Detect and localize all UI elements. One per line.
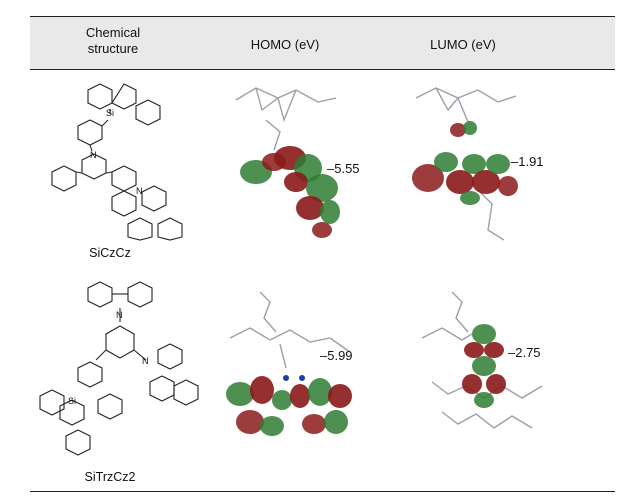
table-header-band [30,17,615,69]
compound-name-1: SiCzCz [89,246,131,260]
orbital-lumo-siczcz [412,87,518,241]
header-chemical-structure: Chemical structure [58,25,168,57]
atom-n: N [90,150,97,160]
orbital-homo-sitrzcz2 [226,291,352,436]
orbital-homo-siczcz [235,87,340,238]
atom-n: N [142,356,149,366]
table-bottom-rule [30,491,615,492]
compound-name-2: SiTrzCz2 [84,470,136,484]
atom-n: N [136,186,143,196]
header-chemical-line1: Chemical [85,25,141,40]
atom-si: Si [106,108,114,118]
lumo-value-2: –2.75 [508,345,541,360]
header-chemical-line2: structure [87,41,139,56]
header-homo: HOMO (eV) [250,37,320,52]
homo-value-2: –5.99 [320,348,353,363]
orbital-lumo-sitrzcz2 [421,291,543,429]
homo-value-1: –5.55 [327,161,360,176]
atom-n: N [116,310,123,320]
table-header-rule [30,69,615,70]
header-lumo: LUMO (eV) [430,37,496,52]
table-top-rule [30,16,615,17]
structure-siczcz: Si N N [51,83,183,241]
atom-si: Si [68,396,76,406]
structure-sitrzcz2: N N Si [39,281,199,456]
lumo-value-1: –1.91 [511,154,544,169]
